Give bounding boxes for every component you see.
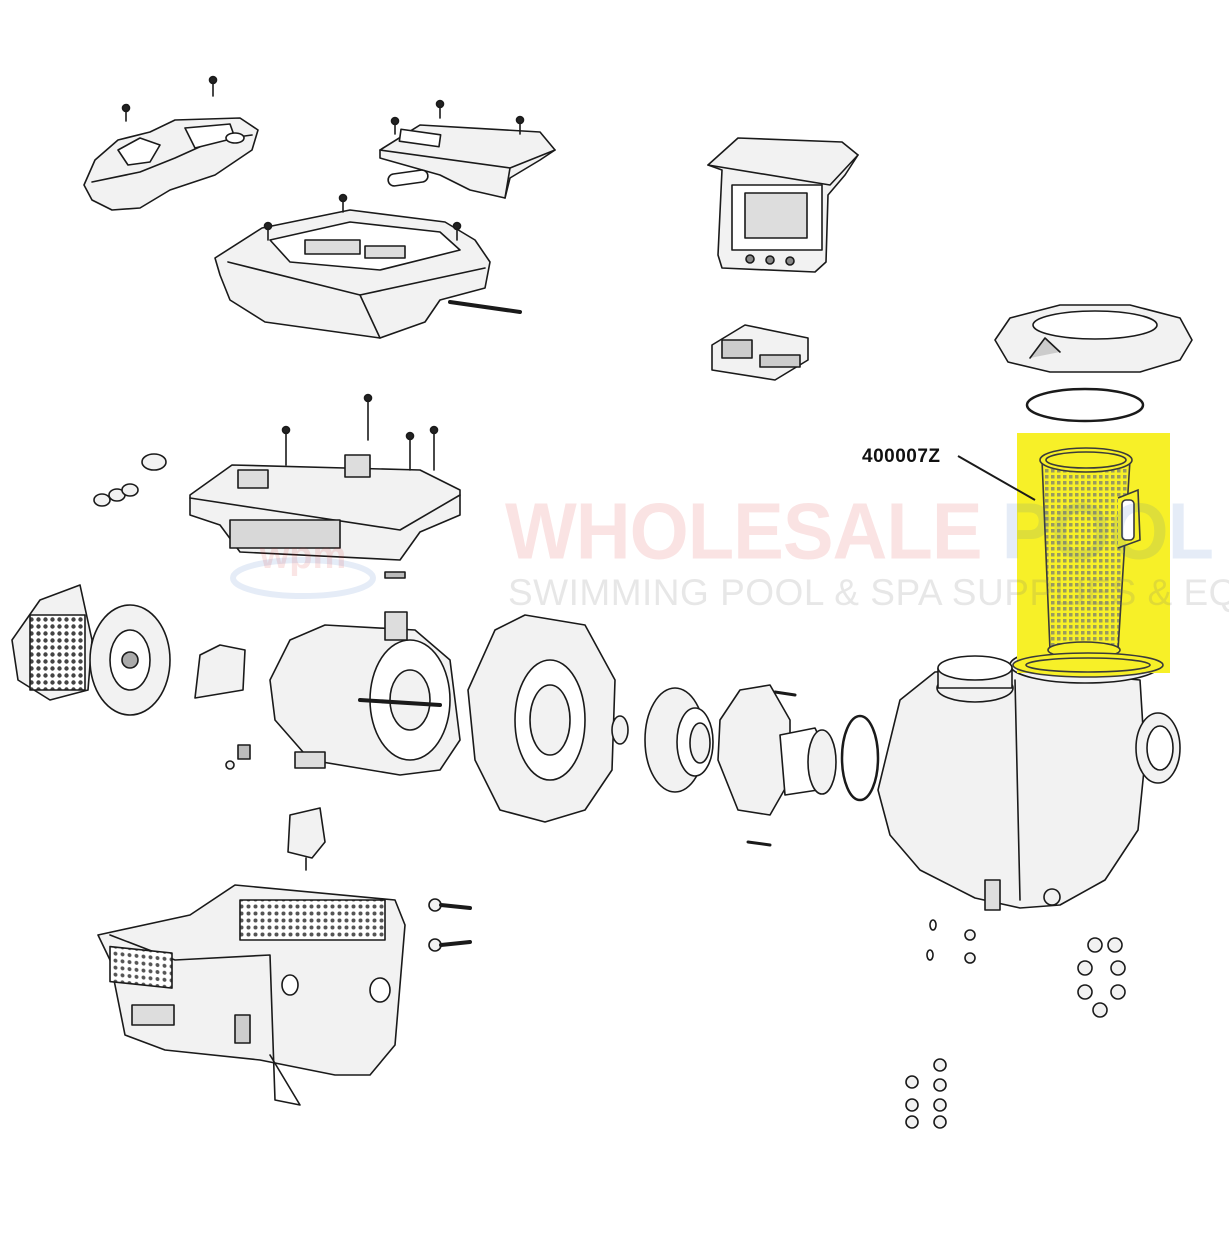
strainer-lid (994, 304, 1193, 373)
impeller (644, 687, 714, 793)
part-number-label: 400007Z (862, 446, 941, 467)
pump-stand (97, 884, 406, 1106)
screw-icon (121, 75, 218, 122)
motor (269, 611, 461, 776)
control-board (189, 454, 461, 579)
drive-housing (214, 209, 522, 339)
fan-shroud (11, 584, 93, 701)
control-panel (707, 137, 859, 273)
bolts (428, 898, 1126, 1129)
diffuser (717, 684, 837, 847)
screw-icon (281, 393, 439, 471)
screw-icon (390, 99, 525, 135)
seal-plate (467, 614, 629, 823)
grommets (93, 453, 167, 507)
fan (89, 604, 171, 716)
callout-leader (957, 455, 1036, 501)
terminal-cover (379, 124, 556, 199)
o-ring-icon (1025, 387, 1145, 423)
o-ring-icon (840, 714, 880, 802)
circuit-board (711, 324, 809, 381)
bracket (194, 644, 251, 770)
screw-icon (263, 193, 462, 241)
pump-housing (877, 646, 1181, 911)
connector (287, 807, 326, 871)
basket-icon (1012, 447, 1164, 678)
handle-cover (83, 117, 259, 211)
